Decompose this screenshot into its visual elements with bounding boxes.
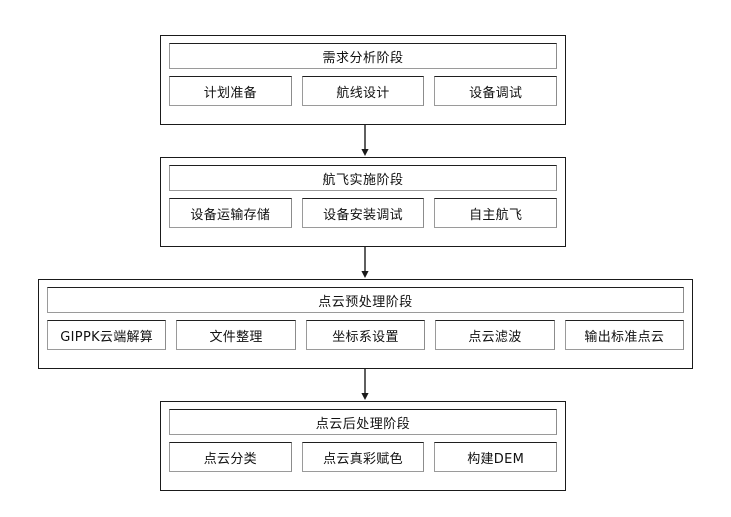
step-box[interactable]: 设备安装调试 <box>301 198 425 228</box>
step-box[interactable]: 点云分类 <box>169 442 292 472</box>
step-box[interactable]: GIPPK云端解算 <box>47 320 167 350</box>
step-box[interactable]: 构建DEM <box>434 442 558 472</box>
stage-requirement-analysis: 需求分析阶段 计划准备 航线设计 设备调试 <box>160 35 566 125</box>
stage-title: 需求分析阶段 <box>169 43 557 69</box>
step-box[interactable]: 坐标系设置 <box>305 320 426 350</box>
stage-flight-execution: 航飞实施阶段 设备运输存储 设备安装调试 自主航飞 <box>160 157 566 247</box>
stage-steps-row: 点云分类 点云真彩赋色 构建DEM <box>169 442 558 472</box>
stage-steps-row: GIPPK云端解算 文件整理 坐标系设置 点云滤波 输出标准点云 <box>47 320 685 350</box>
step-box[interactable]: 航线设计 <box>301 76 425 106</box>
stage-title: 点云后处理阶段 <box>169 409 557 435</box>
arrow-stage2-to-stage3 <box>358 247 372 279</box>
arrow-stage1-to-stage2 <box>358 125 372 157</box>
step-box[interactable]: 设备调试 <box>434 76 558 106</box>
step-box[interactable]: 设备运输存储 <box>169 198 292 228</box>
stage-title: 航飞实施阶段 <box>169 165 557 191</box>
stage-title: 点云预处理阶段 <box>47 287 684 313</box>
stage-steps-row: 设备运输存储 设备安装调试 自主航飞 <box>169 198 558 228</box>
step-box[interactable]: 点云真彩赋色 <box>301 442 425 472</box>
step-box[interactable]: 文件整理 <box>176 320 296 350</box>
stage-steps-row: 计划准备 航线设计 设备调试 <box>169 76 558 106</box>
arrow-stage3-to-stage4 <box>358 369 372 401</box>
step-box[interactable]: 计划准备 <box>169 76 292 106</box>
step-box[interactable]: 自主航飞 <box>434 198 558 228</box>
stage-pointcloud-postprocess: 点云后处理阶段 点云分类 点云真彩赋色 构建DEM <box>160 401 566 491</box>
stage-pointcloud-preprocess: 点云预处理阶段 GIPPK云端解算 文件整理 坐标系设置 点云滤波 输出标准点云 <box>38 279 693 369</box>
step-box[interactable]: 点云滤波 <box>435 320 555 350</box>
step-box[interactable]: 输出标准点云 <box>564 320 685 350</box>
